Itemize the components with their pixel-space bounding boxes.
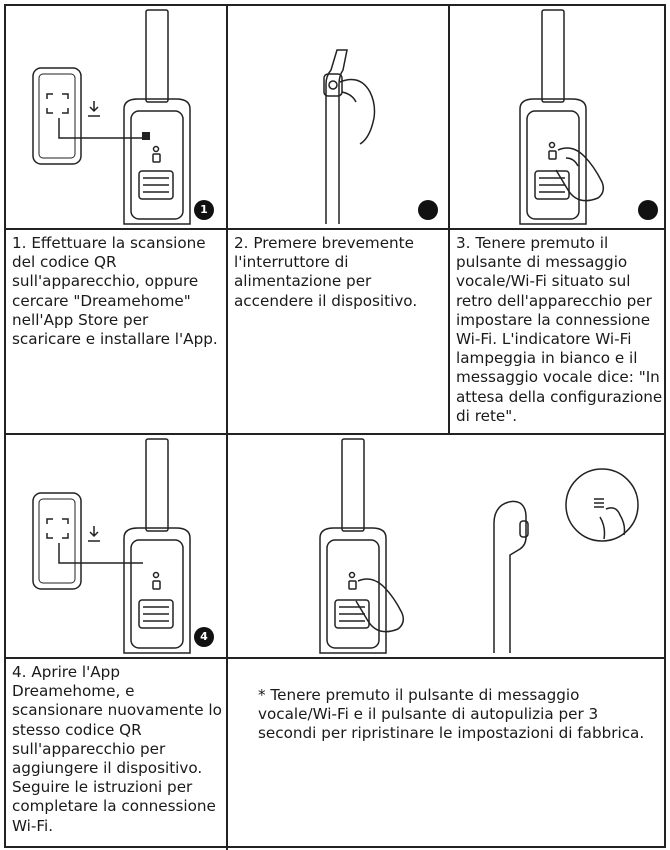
reset-illustration: [228, 435, 666, 657]
divider: [226, 433, 228, 850]
step-1-text: 1. Effettuare la scansione del codice QR…: [12, 234, 218, 349]
step-2-illustration: [228, 6, 448, 228]
step-1-illustration: 1: [6, 6, 226, 228]
step-badge: 1: [194, 200, 214, 220]
divider: [6, 433, 666, 435]
step-3-text: 3. Tenere premuto il pulsante di messagg…: [456, 234, 663, 425]
divider: [6, 228, 666, 230]
step-badge: 4: [194, 627, 214, 647]
step-4-illustration: 4: [6, 435, 226, 657]
step-badge: [638, 200, 658, 220]
divider: [226, 6, 228, 433]
step-4-text: 4. Aprire l'App Dreamehome, e scansionar…: [12, 663, 222, 835]
reset-note: * Tenere premuto il pulsante di messaggi…: [258, 686, 645, 743]
step-3-illustration: [450, 6, 666, 228]
divider: [6, 657, 666, 659]
step-2-text: 2. Premere brevemente l'interruttore di …: [234, 234, 418, 310]
divider: [448, 6, 450, 433]
step-badge: [418, 200, 438, 220]
instruction-grid: 1: [4, 4, 666, 850]
